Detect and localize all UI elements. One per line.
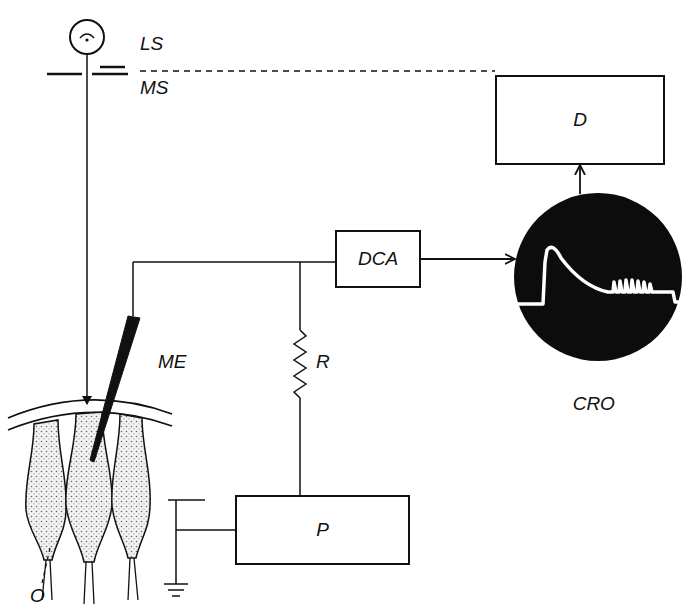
amplifier-box: DCA <box>335 230 421 288</box>
shutter <box>100 66 125 69</box>
dashed-link <box>140 70 495 72</box>
resistor-symbol <box>294 330 306 497</box>
part-label: O <box>30 586 45 607</box>
oscilloscope-screen: CRO <box>513 192 683 362</box>
leader-line <box>42 548 50 583</box>
node-label: DCA <box>358 249 398 270</box>
display-unit: D <box>495 75 665 165</box>
power-box: P <box>235 495 410 565</box>
node-label: P <box>316 520 329 541</box>
light-source <box>70 20 104 54</box>
node-label: D <box>573 110 587 131</box>
wire <box>176 529 237 531</box>
wire <box>133 261 337 263</box>
oscilloscope-trace <box>513 192 683 362</box>
receptor-cells <box>26 412 151 562</box>
part-label: R <box>316 352 330 373</box>
light-beam <box>86 54 88 404</box>
ground-symbol <box>175 500 177 584</box>
microelectrode <box>90 316 140 462</box>
part-label: MS <box>140 78 169 99</box>
node-label: CRO <box>573 394 615 415</box>
wire <box>299 262 301 330</box>
part-label: ME <box>158 352 187 373</box>
signal-arrow <box>421 258 515 260</box>
signal-arrow <box>579 165 581 194</box>
part-label: LS <box>140 34 163 55</box>
wire <box>132 262 134 316</box>
